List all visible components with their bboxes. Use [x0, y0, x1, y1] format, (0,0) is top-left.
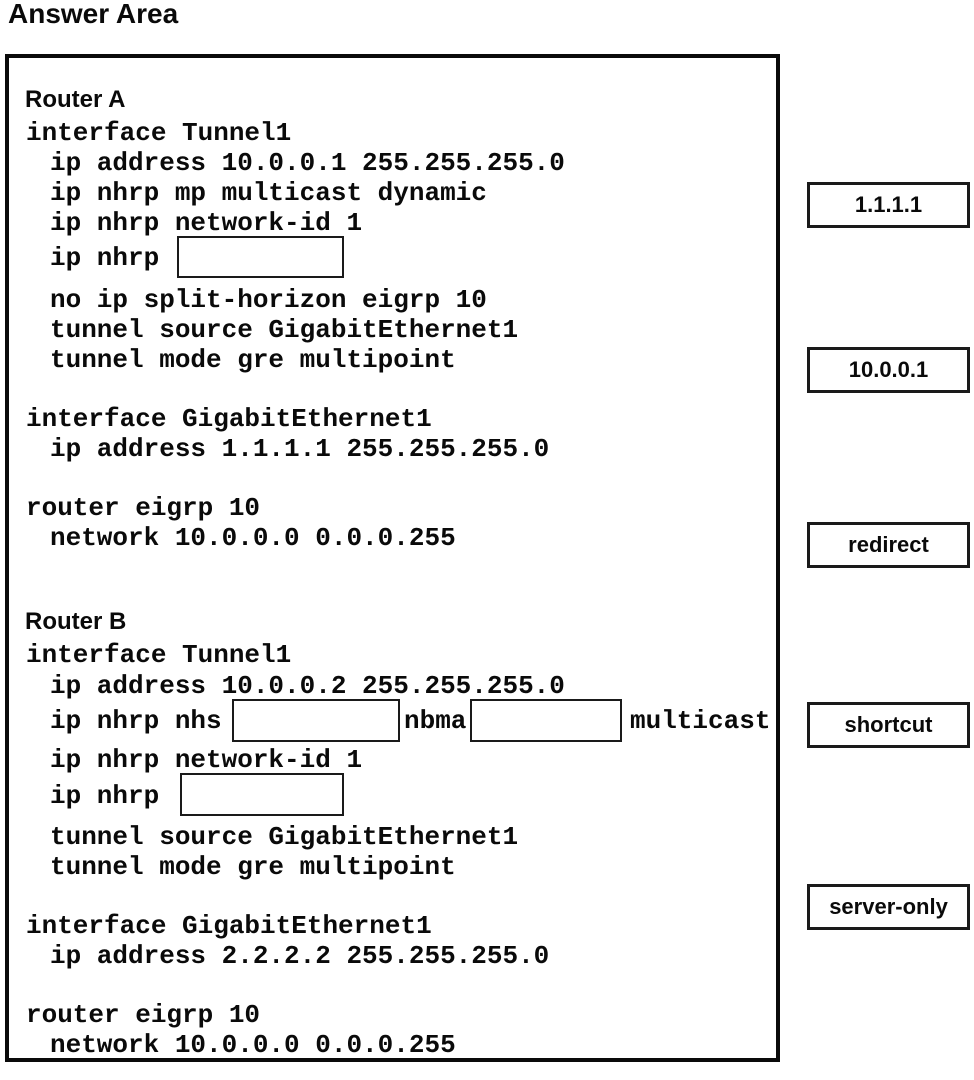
option-server-only[interactable]: server-only [807, 884, 970, 930]
config-line: ip address 1.1.1.1 255.255.255.0 [50, 434, 550, 464]
option-label: redirect [848, 532, 929, 557]
config-line: ip address 2.2.2.2 255.255.255.0 [50, 941, 550, 971]
config-line: ip nhrp [50, 781, 160, 811]
config-line: network 10.0.0.0 0.0.0.255 [50, 1030, 456, 1060]
config-line: ip nhrp [50, 243, 160, 273]
config-line: tunnel mode gre multipoint [50, 852, 456, 882]
config-line: ip address 10.0.0.2 255.255.255.0 [50, 671, 565, 701]
config-line: tunnel source GigabitEthernet1 [50, 315, 519, 345]
config-line: ip nhrp network-id 1 [50, 208, 363, 238]
config-line: network 10.0.0.0 0.0.0.255 [50, 523, 456, 553]
config-line: tunnel source GigabitEthernet1 [50, 822, 519, 852]
option-1-1-1-1[interactable]: 1.1.1.1 [807, 182, 970, 228]
config-line: router eigrp 10 [26, 493, 261, 523]
config-line: interface GigabitEthernet1 [26, 911, 432, 941]
answer-area-panel [5, 54, 780, 1062]
config-line: interface Tunnel1 [26, 118, 292, 148]
config-line: ip nhrp mp multicast dynamic [50, 178, 487, 208]
config-line: nbma [404, 706, 467, 736]
config-line: ip nhrp nhs [50, 706, 222, 736]
config-line: router eigrp 10 [26, 1000, 261, 1030]
drop-target-router-b-ip-nhrp[interactable] [180, 773, 344, 816]
option-label: 10.0.0.1 [848, 357, 929, 382]
config-line: interface Tunnel1 [26, 640, 292, 670]
option-10-0-0-1[interactable]: 10.0.0.1 [807, 347, 970, 393]
option-label: 1.1.1.1 [854, 192, 923, 217]
config-line: tunnel mode gre multipoint [50, 345, 456, 375]
router-a-title: Router A [25, 86, 126, 113]
config-line: interface GigabitEthernet1 [26, 404, 432, 434]
drop-target-router-a-ip-nhrp[interactable] [177, 236, 344, 278]
router-b-title: Router B [25, 608, 127, 635]
drop-target-router-b-nhs[interactable] [232, 699, 400, 742]
config-line: no ip split-horizon eigrp 10 [50, 285, 487, 315]
config-line: multicast [630, 706, 771, 736]
page-title: Answer Area [8, 0, 179, 29]
option-redirect[interactable]: redirect [807, 522, 970, 568]
config-line: ip nhrp network-id 1 [50, 745, 363, 775]
config-line: ip address 10.0.0.1 255.255.255.0 [50, 148, 565, 178]
option-label: server-only [829, 894, 948, 919]
option-label: shortcut [844, 712, 933, 737]
option-shortcut[interactable]: shortcut [807, 702, 970, 748]
drop-target-router-b-nbma[interactable] [470, 699, 622, 742]
